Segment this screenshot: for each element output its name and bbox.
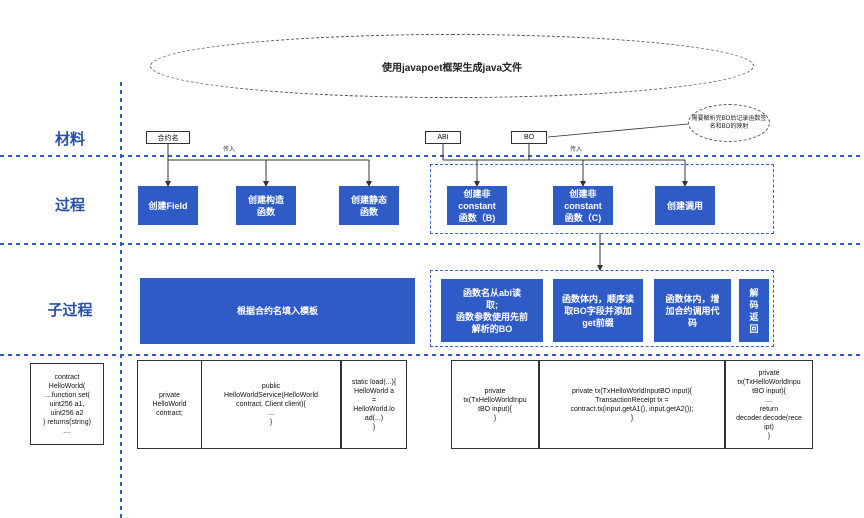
process-create-call: 创建调用	[655, 186, 715, 225]
title-ellipse: 使用javapoet框架生成java文件	[150, 34, 754, 98]
subprocess-decode-return: 解 码 返 回	[739, 279, 769, 342]
input-label-right: 传入	[570, 147, 583, 153]
subprocess-read-bo-fields: 函数体内，顺序读 取BO字段并添加 get前缀	[553, 279, 643, 342]
tag-abi: ABI	[425, 131, 461, 144]
process-create-constructor: 创建构造 函数	[236, 186, 296, 225]
subprocess-fill-template: 根据合约名填入模板	[140, 278, 415, 344]
row-label-process: 过程	[54, 197, 85, 214]
bo-note-ellipse: 需要解析完BO后记录函数签名和BO的映射	[688, 104, 770, 142]
row-label-subprocess: 子过程	[47, 302, 93, 319]
title-text: 使用javapoet框架生成java文件	[381, 62, 523, 74]
input-label-left: 传入	[223, 147, 236, 153]
process-create-static: 创建静态 函数	[339, 186, 399, 225]
bo-note-text: 需要解析完BO后记录函数签名和BO的映射	[691, 116, 767, 130]
process-group-box	[430, 164, 774, 234]
code-tx-return: private tx(TxHelloWorldInpu tBO input){ …	[725, 360, 813, 449]
subprocess-group-box	[430, 270, 774, 347]
subprocess-add-call-code: 函数体内，增 加合约调用代 码	[654, 279, 731, 342]
code-contract: contract HelloWorld( ....function set( u…	[30, 363, 104, 445]
tag-bo: BO	[511, 131, 547, 144]
code-tx-b: private tx(TxHelloWorldInpu tBO input){ …	[451, 360, 539, 449]
process-create-field: 创建Field	[138, 186, 198, 225]
row-label-materials: 材料	[54, 131, 85, 148]
process-create-non-constant-c: 创建非 constant 函数（C)	[553, 186, 613, 225]
subprocess-read-abi: 函数名从abi读 取; 函数参数使用先前 解析的BO	[441, 279, 543, 342]
process-create-non-constant-b: 创建非 constant 函数（B)	[447, 186, 507, 225]
code-constructor: public HelloWorldService(HelloWorld cont…	[201, 360, 341, 449]
code-field: private HelloWorld contract;	[137, 360, 202, 449]
code-tx-c: private tx(TxHelloWorldInputBO input){ T…	[539, 360, 725, 449]
code-static-load: static load(...){ HelloWorld a = HelloWo…	[341, 360, 407, 449]
tag-contract-name: 合约名	[146, 131, 190, 144]
